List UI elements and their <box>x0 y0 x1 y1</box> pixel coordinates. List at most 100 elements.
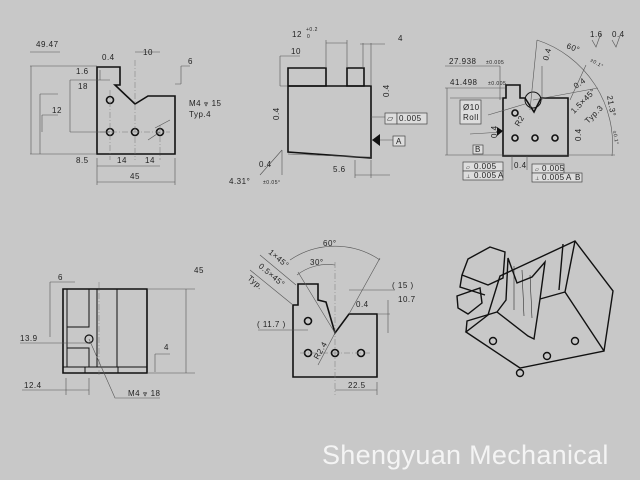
dim-overall-width: 45 <box>130 172 140 181</box>
surface-right: 0.4 <box>574 128 583 141</box>
dim-hole-upper: 18 <box>78 82 88 91</box>
fcf-symbol: ⊥ <box>535 176 540 182</box>
fcf-value: 0.005 <box>542 173 565 182</box>
dim-step: 6 <box>188 57 193 66</box>
chamfer-typ: Typ.3 <box>583 103 605 125</box>
dim-slot-tol-lower: 0 <box>307 34 310 40</box>
surface-mid: 0.4 <box>572 76 588 91</box>
hole <box>531 134 539 142</box>
angle-side-tol: ±0.1° <box>611 130 619 145</box>
surface-bottom: 0.4 <box>259 160 272 169</box>
dim-width: 22.5 <box>348 381 366 390</box>
dim-41498: 41.498 <box>450 78 478 87</box>
hole <box>511 134 519 142</box>
datum-triangle-a <box>372 134 380 146</box>
dim-27938-tol: ±0.005 <box>486 60 504 66</box>
surface-right: 0.4 <box>382 84 391 97</box>
dim-depth: 10.7 <box>398 295 416 304</box>
fcf-datum: A <box>498 171 504 180</box>
dim-slot-width: 10 <box>143 48 153 57</box>
hole <box>515 368 525 378</box>
side-view-body <box>287 85 372 159</box>
datum-label: A <box>396 137 402 146</box>
fcf-datum: A <box>566 173 572 182</box>
hole <box>570 336 580 346</box>
fcf-value: 0.005 <box>474 171 497 180</box>
thread-callout: M4 ⩔ 15 <box>189 99 222 108</box>
front-view: 49.47 0.4 10 6 1.6 18 12 M4 ⩔ 15 Typ.4 8… <box>30 40 222 185</box>
datum-box-b <box>472 144 484 155</box>
surface: 0.4 <box>356 300 369 309</box>
flatness-icon: ▱ <box>387 114 394 123</box>
detail-view: 1.6 0.4 60° ±0.1° 0.4 27.938 ±0.005 41.4… <box>445 30 625 183</box>
fcf-value: 0.005 <box>542 164 565 173</box>
dim-width: 12.4 <box>24 381 42 390</box>
hole <box>542 351 552 361</box>
surface-bottom: 0.4 <box>514 161 527 170</box>
dim-step: 4 <box>164 343 169 352</box>
hole <box>511 109 519 117</box>
fcf-symbol: ▱ <box>535 167 539 173</box>
dim-pitch-1: 14 <box>117 156 127 165</box>
roughness-other: 0.4 <box>612 30 625 39</box>
detail-view-outline <box>502 84 569 157</box>
fcf-left: ▱ 0.005 ⊥ 0.005 A <box>462 161 504 181</box>
roughness-symbol-icon <box>591 32 622 48</box>
datum-triangle-b <box>497 127 503 136</box>
dim-offset: 5.6 <box>333 165 346 174</box>
angle-top-tol: ±0.1° <box>589 58 604 70</box>
watermark: Shengyuan Mechanical <box>322 440 609 470</box>
surface-finish: 0.4 <box>102 53 115 62</box>
hole <box>551 134 559 142</box>
dim-slot: 12 <box>292 30 302 39</box>
side-view: 12 +0.2 0 4 10 0.4 0.4 ▱ 0.005 A 0.4 4.3… <box>229 27 428 186</box>
ref-15: ( 15 ) <box>392 281 414 290</box>
dim-slot-tol-upper: +0.2 <box>306 27 318 33</box>
surface-top: 0.4 <box>541 47 553 62</box>
fcf-right: ▱ 0.005 ⊥ 0.005 A B <box>531 163 583 183</box>
dim-angle-tol: ±0.05° <box>263 180 280 186</box>
dim-hole-lower: 12 <box>52 106 62 115</box>
roll-label: Roll <box>463 113 479 122</box>
flatness-value-box <box>396 112 428 125</box>
dim-pitch-2: 14 <box>145 156 155 165</box>
bottom-view: 6 45 13.9 4 12.4 M4 ⩔ 18 <box>20 266 204 399</box>
datum-label: B <box>475 145 481 154</box>
thread-qty: Typ.4 <box>189 110 211 119</box>
ref-11-7: ( 11.7 ) <box>257 320 286 329</box>
dim-41498-tol: ±0.005 <box>488 81 506 87</box>
dim-angle: 4.31° <box>229 177 250 186</box>
flatness-value: 0.005 <box>399 114 422 123</box>
surface-left: 0.4 <box>490 125 499 138</box>
hole <box>303 316 313 326</box>
dim-overall-height: 49.47 <box>36 40 59 49</box>
dim-hole-pos: 13.9 <box>20 334 38 343</box>
fcf-datum-2: B <box>575 173 581 182</box>
chamfer-1: 1×45° <box>267 248 291 270</box>
dim-hole-left: 8.5 <box>76 156 89 165</box>
roll-dia: Ø10 <box>463 103 480 112</box>
angle-side: 21.3° <box>605 95 618 118</box>
v-view: 60° 30° 1×45° 0.5×45° Typ. ( 15 ) 10.7 0… <box>246 239 416 395</box>
radius: R2.4 <box>312 340 329 361</box>
angle-top: 60° <box>565 41 581 54</box>
dim-27938: 27.938 <box>449 57 477 66</box>
dim-edge: 4 <box>398 34 403 43</box>
roll-box <box>459 99 482 125</box>
angle-big: 60° <box>323 239 337 248</box>
roughness-general: 1.6 <box>590 30 603 39</box>
isometric-view <box>456 240 614 378</box>
dim-top: 6 <box>58 273 63 282</box>
fcf-value: 0.005 <box>474 162 497 171</box>
dim-tab-offset: 1.6 <box>76 67 89 76</box>
angle-half: 30° <box>310 258 324 267</box>
hole <box>488 336 498 346</box>
thread-callout: M4 ⩔ 18 <box>128 389 161 398</box>
dim-overall: 45 <box>194 266 204 275</box>
front-view-outline <box>96 66 176 155</box>
v-view-outline <box>292 283 378 378</box>
roll-circle <box>524 91 542 109</box>
bottom-view-outline <box>62 288 148 374</box>
